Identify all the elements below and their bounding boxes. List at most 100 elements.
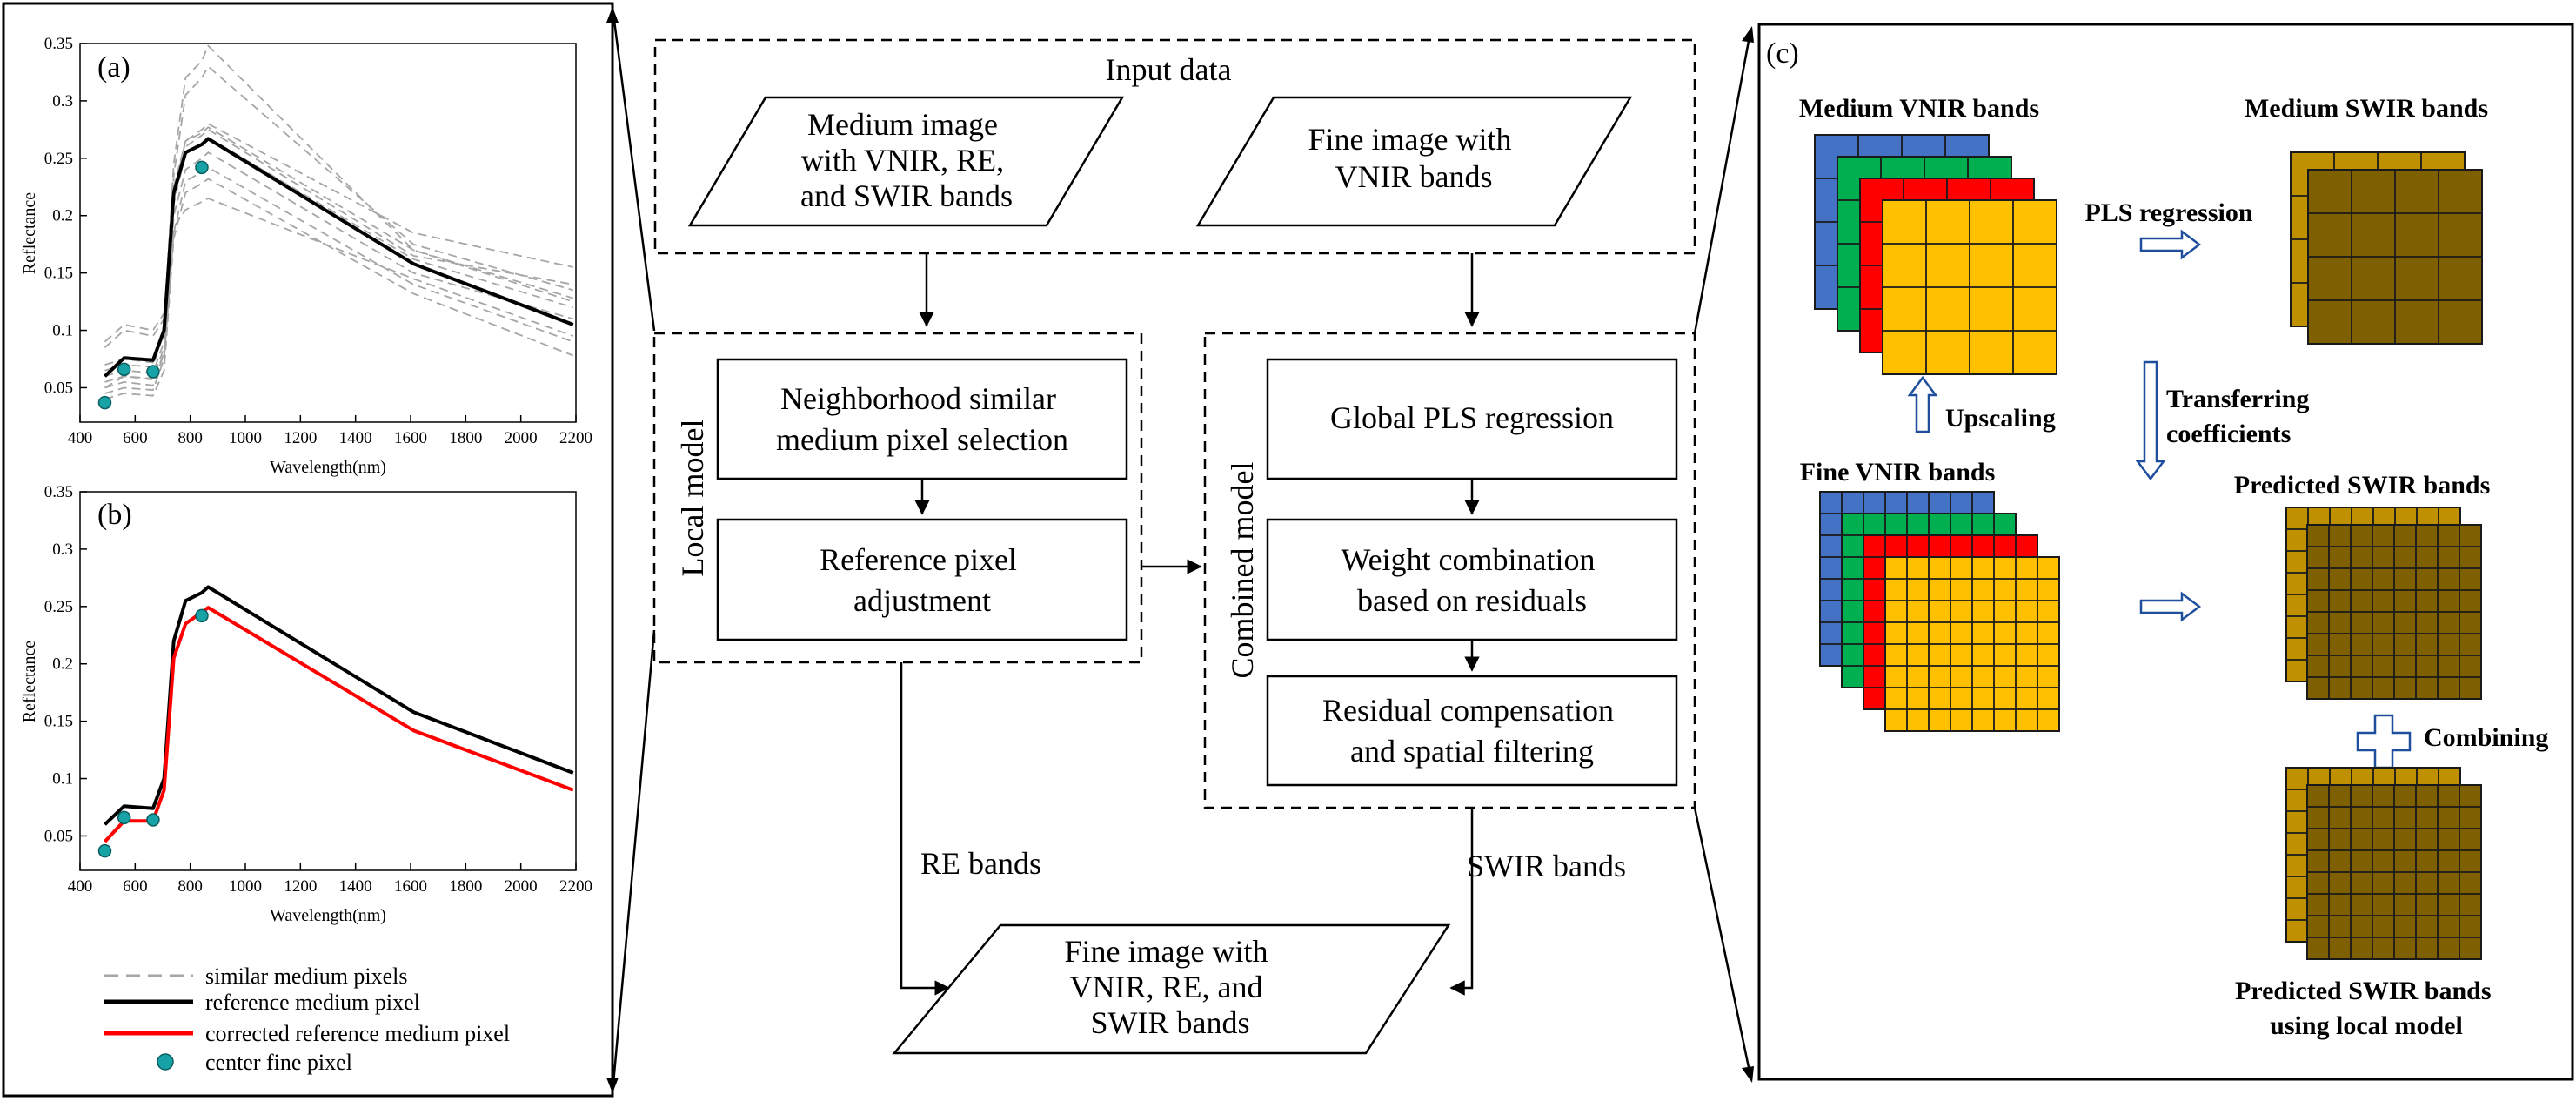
center-fine-pixel-point [117,362,131,377]
x-tick-label: 1200 [284,877,317,896]
residual-compensation-label: Residual compensation and spatial filter… [1322,693,1622,769]
panel-c-label: (c) [1766,37,1799,70]
y-tick-label: 0.2 [52,655,73,674]
chart-b-y-axis-label: Reflectance [20,641,39,722]
y-tick-label: 0.15 [44,265,73,283]
chart-a-y-axis-label: Reflectance [20,192,39,274]
x-tick-label: 800 [177,877,203,896]
y-tick-label: 0.1 [52,770,73,789]
x-tick-label: 800 [177,429,203,447]
medium-swir-title: Medium SWIR bands [2245,94,2488,123]
connector-left-top-arrowhead [606,7,619,23]
reference-medium-pixel-line [104,137,574,378]
center-fine-pixel-point [117,810,131,825]
x-tick-label: 1800 [449,877,482,896]
transferring-arrow [2135,360,2166,481]
global-pls-label: Global PLS regression [1330,400,1614,435]
x-tick-label: 1600 [394,877,427,896]
center-fine-pixel-point [195,160,209,175]
similar-medium-pixel-line [104,137,574,383]
pls-regression-arrow [2139,229,2202,260]
local-model-label: Local model [675,420,710,577]
reference-adjustment-label: Reference pixel adjustment [820,542,1025,618]
center-fine-pixel-point [195,608,209,623]
chart-b-panel-label: (b) [97,499,132,531]
y-tick-label: 0.05 [44,827,73,845]
input-data-title: Input data [1106,52,1232,87]
connector-right-bottom-arrowhead [1742,1066,1754,1083]
similar-medium-pixel-line [104,198,574,389]
medium-swir-front-layer [2307,169,2483,345]
output-fine-image-node [892,923,1451,1055]
pls-regression-label: PLS regression [2084,198,2252,227]
predicted-swir-title: Predicted SWIR bands [2234,471,2491,500]
center-fine-pixel-point [146,365,160,379]
legend-center-marker [157,1053,174,1071]
medium-vnir-title: Medium VNIR bands [1799,94,2039,123]
connector-left-bottom-arrowhead [606,1078,619,1093]
global-pls-node [1266,358,1678,480]
medium-image-node [687,96,1125,227]
reference-adjustment-node [716,518,1128,641]
y-tick-label: 0.15 [44,713,73,731]
legend-similar-label: similar medium pixels [205,963,408,989]
arrow-re-bands [900,662,950,996]
legend-corrected-label: corrected reference medium pixel [205,1021,510,1046]
combining-plus-icon [2356,714,2412,769]
transferring-label: Transferring coefficients [2166,385,2316,448]
center-fine-pixel-point [97,843,112,858]
weight-combination-node [1266,518,1678,641]
legend-center-label: center fine pixel [205,1050,352,1075]
chart-a-panel-label: (a) [97,51,130,84]
predicted-local-title: Predicted SWIR bands using local model [2235,977,2498,1040]
local-model-group [652,332,1143,664]
predicted-swir-front-layer [2306,524,2482,700]
charts-panel-frame [2,2,614,1098]
connector-right-bottom [1693,807,1752,1077]
y-tick-label: 0.35 [44,483,73,501]
predicted-local-front-layer [2306,784,2482,960]
y-tick-label: 0.1 [52,322,73,340]
connector-right-top-arrowhead [1742,26,1754,43]
combined-model-label: Combined model [1225,462,1260,679]
similar-medium-pixel-line [104,178,574,400]
x-tick-label: 400 [68,429,93,447]
upscaling-label: Upscaling [1945,404,2056,433]
x-tick-label: 2200 [559,429,592,447]
x-tick-label: 600 [123,429,148,447]
y-tick-label: 0.2 [52,207,73,225]
similar-medium-pixel-line [104,166,574,394]
y-tick-label: 0.3 [52,92,73,111]
center-fine-pixel-point [97,395,112,410]
output-fine-image-label: Fine image with VNIR, RE, and SWIR bands [1065,934,1276,1040]
weight-combination-label: Weight combination based on residuals [1341,542,1602,618]
chart-a-plot-area [79,43,577,423]
legend-reference-label: reference medium pixel [205,990,420,1015]
medium-vnir-yellow-layer [1882,199,2057,375]
chart-a-x-axis-label: Wavelength(nm) [270,458,386,477]
y-tick-label: 0.3 [52,540,73,559]
x-tick-label: 1000 [229,429,262,447]
connector-right-top [1693,30,1752,334]
x-tick-label: 1400 [339,877,372,896]
chart-b-series [97,585,574,858]
fine-image-input-node [1195,96,1633,227]
connector-left-bottom [611,629,656,1094]
x-tick-label: 2200 [559,877,592,896]
fine-prediction-arrow [2139,591,2202,622]
swir-bands-label: SWIR bands [1467,849,1626,883]
upscaling-arrow [1907,375,1938,433]
neighborhood-selection-label: Neighborhood similar medium pixel select… [776,381,1068,457]
fine-image-input-label: Fine image with VNIR bands [1308,122,1520,194]
x-tick-label: 600 [123,877,148,896]
fine-vnir-title: Fine VNIR bands [1800,458,1996,487]
x-tick-label: 1600 [394,429,427,447]
chart-b-plot-area [79,491,577,871]
x-tick-label: 1400 [339,429,372,447]
medium-image-label: Medium image with VNIR, RE, and SWIR ban… [800,107,1013,213]
chart-b-x-axis-label: Wavelength(nm) [270,906,386,925]
